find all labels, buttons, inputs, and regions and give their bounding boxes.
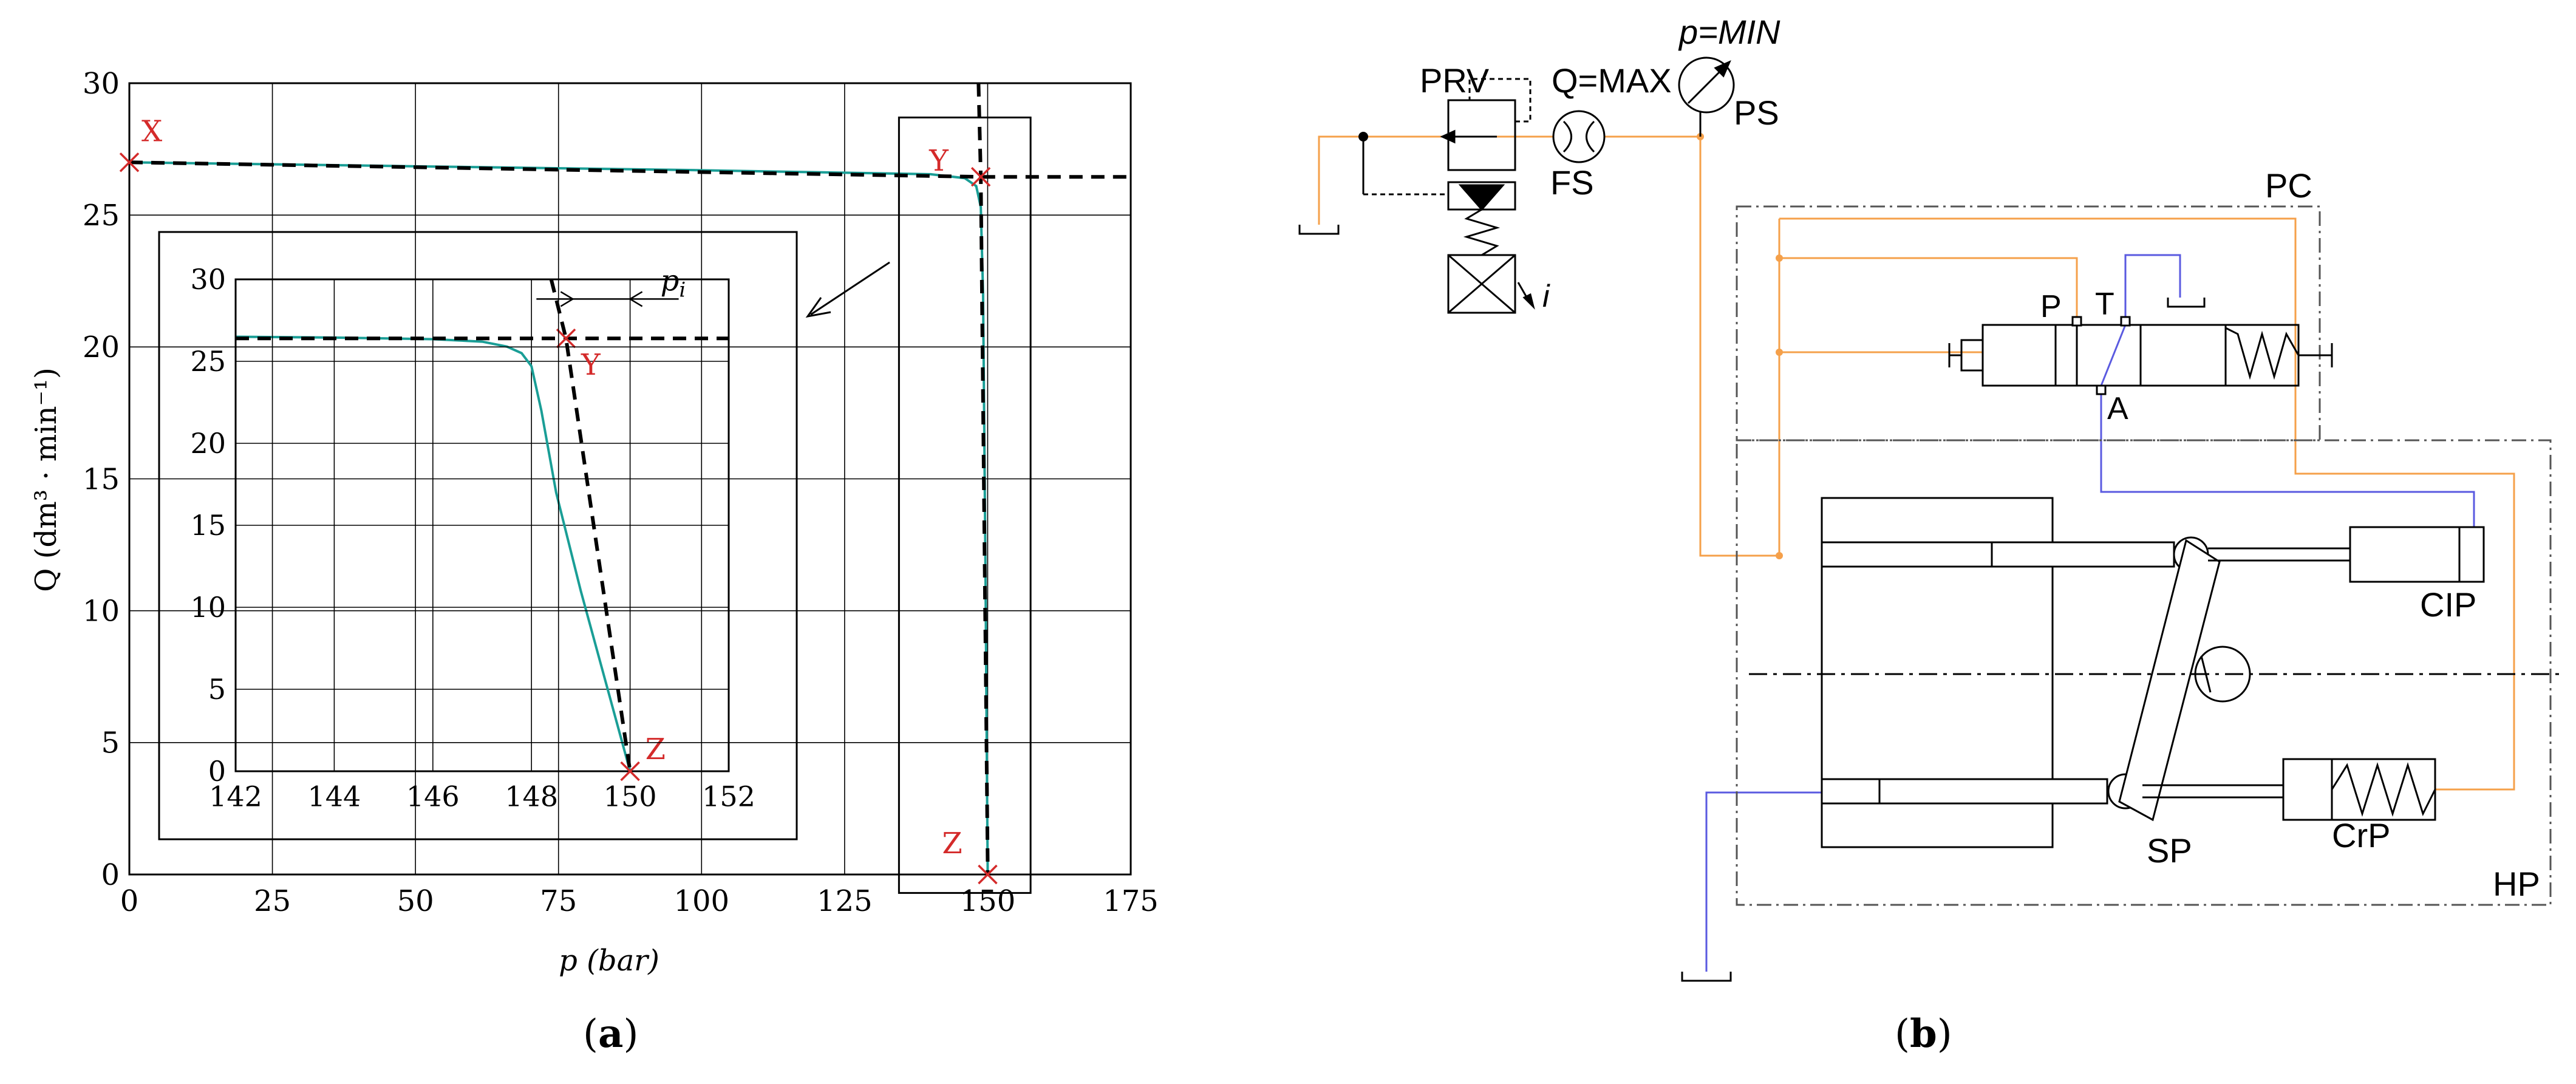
- junction-dots: [1697, 133, 1783, 559]
- caption-a: (a): [583, 1011, 639, 1057]
- inset-point-marker-y: [556, 328, 576, 349]
- main-point-marker-y: [970, 166, 991, 187]
- inset-x-tick-label: 146: [406, 780, 460, 813]
- inset-point-label-z: Z: [646, 732, 666, 766]
- inset-x-tick-label: 144: [307, 780, 361, 813]
- main-y-tick-label: 0: [101, 858, 120, 892]
- flow-sensor: [1552, 110, 1606, 163]
- tank-icon: [1298, 225, 2206, 982]
- pc-label: PC: [2265, 166, 2312, 205]
- main-series-line-2: [976, 83, 990, 874]
- main-x-tick-label: 50: [397, 884, 434, 918]
- inset-points: [556, 328, 640, 782]
- inset-y-tick-label: 10: [190, 591, 226, 624]
- main-x-tick-label: 0: [120, 884, 139, 918]
- directional-valve: [1948, 316, 2333, 395]
- inset-pi-arrow-left: [560, 291, 574, 307]
- main-x-tick-label: 175: [1103, 884, 1159, 918]
- port-p-label: P: [2040, 289, 2062, 324]
- p-min-label: p=MIN: [1678, 13, 1780, 51]
- inset-y-tick-label: 15: [190, 509, 226, 542]
- inset-y-tick-label: 25: [190, 345, 226, 378]
- caption-b: (b): [1895, 1011, 1952, 1057]
- cip-cylinder: [2208, 526, 2485, 583]
- main-point-label-y: Y: [929, 144, 949, 178]
- main-x-tick-label: 100: [673, 884, 729, 918]
- zoom-arrow: [805, 261, 890, 318]
- inset-y-tick-label: 20: [190, 427, 226, 460]
- prv-label: PRV: [1420, 61, 1490, 100]
- panel-b: PRV i Q=MAX FS p=MIN PS PC HP: [1233, 0, 2576, 1084]
- sp-label: SP: [2147, 831, 2192, 870]
- main-series-line-1: [129, 160, 1131, 179]
- main-point-marker-x: [119, 152, 140, 172]
- q-max-label: Q=MAX: [1552, 61, 1672, 100]
- inset-y-tick-label: 5: [208, 673, 226, 706]
- main-x-tick-label: 150: [960, 884, 1016, 918]
- i-label: i: [1542, 279, 1550, 314]
- main-plot-frame: [128, 82, 1132, 876]
- main-y-tick-label: 15: [83, 462, 120, 496]
- inset-x-tick-label: 142: [209, 780, 262, 813]
- fs-label: FS: [1550, 163, 1594, 202]
- main-point-label-z: Z: [942, 827, 962, 861]
- main-x-tick-label: 125: [817, 884, 873, 918]
- cip-label: CIP: [2420, 585, 2476, 624]
- main-point-label-x: X: [141, 114, 162, 148]
- crp-cylinder: [2142, 758, 2436, 821]
- main-x-tick-label: 25: [254, 884, 291, 918]
- inset-point-label-y: Y: [581, 348, 601, 382]
- main-point-marker-z: [978, 864, 998, 885]
- main-y-tick-label: 10: [83, 594, 120, 628]
- pump-block: [1749, 497, 2563, 848]
- x-axis-label: p (bar): [559, 944, 659, 978]
- crp-label: CrP: [2332, 816, 2390, 854]
- main-x-tick-label: 75: [540, 884, 577, 918]
- main-series: [129, 83, 1131, 874]
- pc-box: [1736, 205, 2321, 441]
- hydraulic-diagram: PRV i Q=MAX FS p=MIN PS PC HP: [1298, 13, 2563, 982]
- hp-box: [1736, 439, 2552, 906]
- inset-plot-frame: [234, 278, 730, 772]
- main-points: [119, 152, 998, 885]
- inset-point-marker-z: [620, 761, 640, 782]
- inset-y-tick-label: 0: [208, 755, 226, 788]
- inset-series-line-2: [549, 279, 632, 772]
- zoom-region-box: [898, 116, 1032, 894]
- pressure-lines: [1318, 135, 2515, 791]
- main-y-tick-label: 30: [83, 67, 120, 101]
- pressure-relief-valve: [1362, 78, 1535, 314]
- inset-y-tick-label: 30: [190, 263, 226, 296]
- port-a-label: A: [2107, 391, 2128, 426]
- y-axis-label: Q (dm³ · min⁻¹): [29, 367, 63, 592]
- main-y-tick-label: 25: [83, 199, 120, 233]
- main-y-tick-label: 5: [101, 726, 120, 760]
- inset-x-tick-label: 152: [702, 780, 755, 813]
- inset-frame: [158, 231, 798, 840]
- inset-x-tick-label: 150: [604, 780, 657, 813]
- hp-label: HP: [2493, 865, 2540, 903]
- main-y-tick-label: 20: [83, 330, 120, 364]
- inset-x-tick-label: 148: [505, 780, 558, 813]
- pressure-sensor: [1678, 56, 1735, 137]
- port-t-label: T: [2095, 287, 2114, 322]
- ps-label: PS: [1734, 94, 1779, 132]
